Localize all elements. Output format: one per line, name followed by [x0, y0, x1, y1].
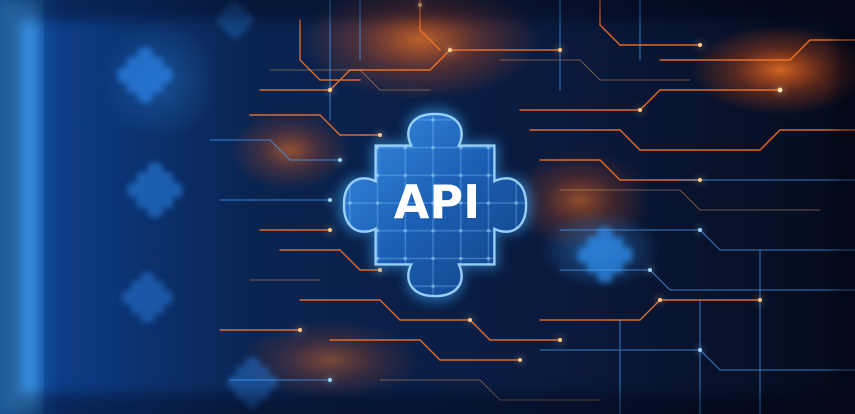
api-label: API	[394, 175, 480, 229]
circuit-traces	[209, 0, 855, 414]
puzzle-piece: API	[338, 108, 532, 302]
